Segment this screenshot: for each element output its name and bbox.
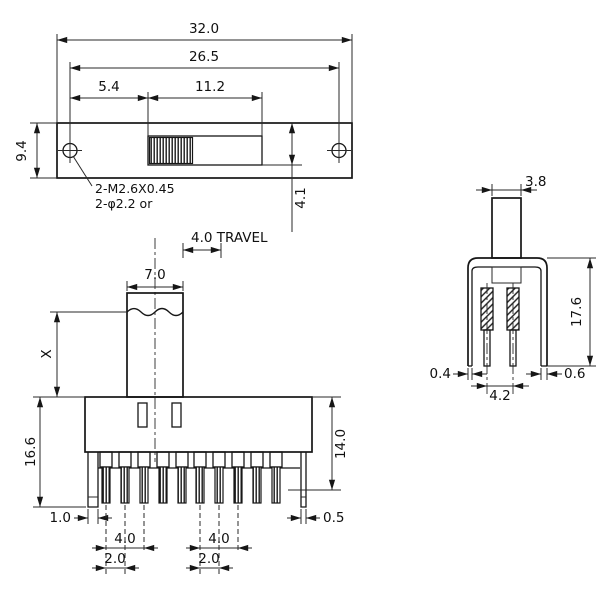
dim-14-0: 14.0 <box>333 429 349 459</box>
terminal-pins-right <box>193 451 283 504</box>
dim-4-0-left: 4.0 <box>114 531 135 547</box>
dim-x: X <box>39 349 55 358</box>
side-view: 3.8 17.6 0.4 0.6 4.2 <box>430 174 596 404</box>
top-view: 32.0 26.5 5.4 11.2 9.4 4.1 2-M2 <box>14 21 353 232</box>
top-view-dimensions: 32.0 26.5 5.4 11.2 9.4 4.1 2-M2 <box>14 21 353 232</box>
dim-2-0-left: 2.0 <box>104 551 125 567</box>
dim-32-0: 32.0 <box>189 21 219 37</box>
dim-9-4: 9.4 <box>14 140 30 161</box>
hole-note-line2: 2-φ2.2 or <box>95 196 153 211</box>
side-view-part <box>467 197 548 394</box>
break-line <box>126 307 184 317</box>
dim-11-2: 11.2 <box>195 79 225 95</box>
dim-5-4: 5.4 <box>98 79 119 95</box>
dim-1-0: 1.0 <box>50 510 71 526</box>
body-bracket-outer <box>467 257 548 366</box>
slider-knob-top <box>148 136 194 165</box>
dim-0-4: 0.4 <box>430 366 451 382</box>
dim-2-0-right: 2.0 <box>198 551 219 567</box>
knob-shaft-inside <box>491 266 522 284</box>
slider-slot <box>147 135 263 166</box>
dim-17-6: 17.6 <box>569 297 585 327</box>
travel-label: 4.0 TRAVEL <box>191 230 268 246</box>
dim-26-5: 26.5 <box>189 49 219 65</box>
dim-4-0-right: 4.0 <box>208 531 229 547</box>
plate-outline <box>56 122 353 179</box>
body-slot-right <box>171 402 182 428</box>
dim-0-6: 0.6 <box>564 366 585 382</box>
hole-note-line1: 2-M2.6X0.45 <box>95 181 175 196</box>
front-view-dimensions: 4.0 TRAVEL 7.0 X 16.6 14.0 1.0 <box>23 230 349 574</box>
front-view: 4.0 TRAVEL 7.0 X 16.6 14.0 1.0 <box>23 230 349 574</box>
top-view-part <box>56 122 353 179</box>
dim-3-8: 3.8 <box>525 174 546 190</box>
dim-7-0: 7.0 <box>144 267 165 283</box>
dim-16-6: 16.6 <box>23 437 39 467</box>
mount-bracket-left <box>87 452 99 508</box>
dim-4-2: 4.2 <box>489 388 510 404</box>
hole-note-leader <box>72 155 93 187</box>
front-view-part <box>84 238 313 508</box>
dim-4-1: 4.1 <box>293 187 309 208</box>
terminal-pins-left <box>99 451 189 504</box>
mount-bracket-right <box>300 452 307 508</box>
switch-body <box>84 396 313 453</box>
body-slot-left <box>137 402 148 428</box>
side-view-dimensions: 3.8 17.6 0.4 0.6 4.2 <box>430 174 596 404</box>
slider-knob-side <box>491 197 522 259</box>
dim-0-5: 0.5 <box>323 510 344 526</box>
